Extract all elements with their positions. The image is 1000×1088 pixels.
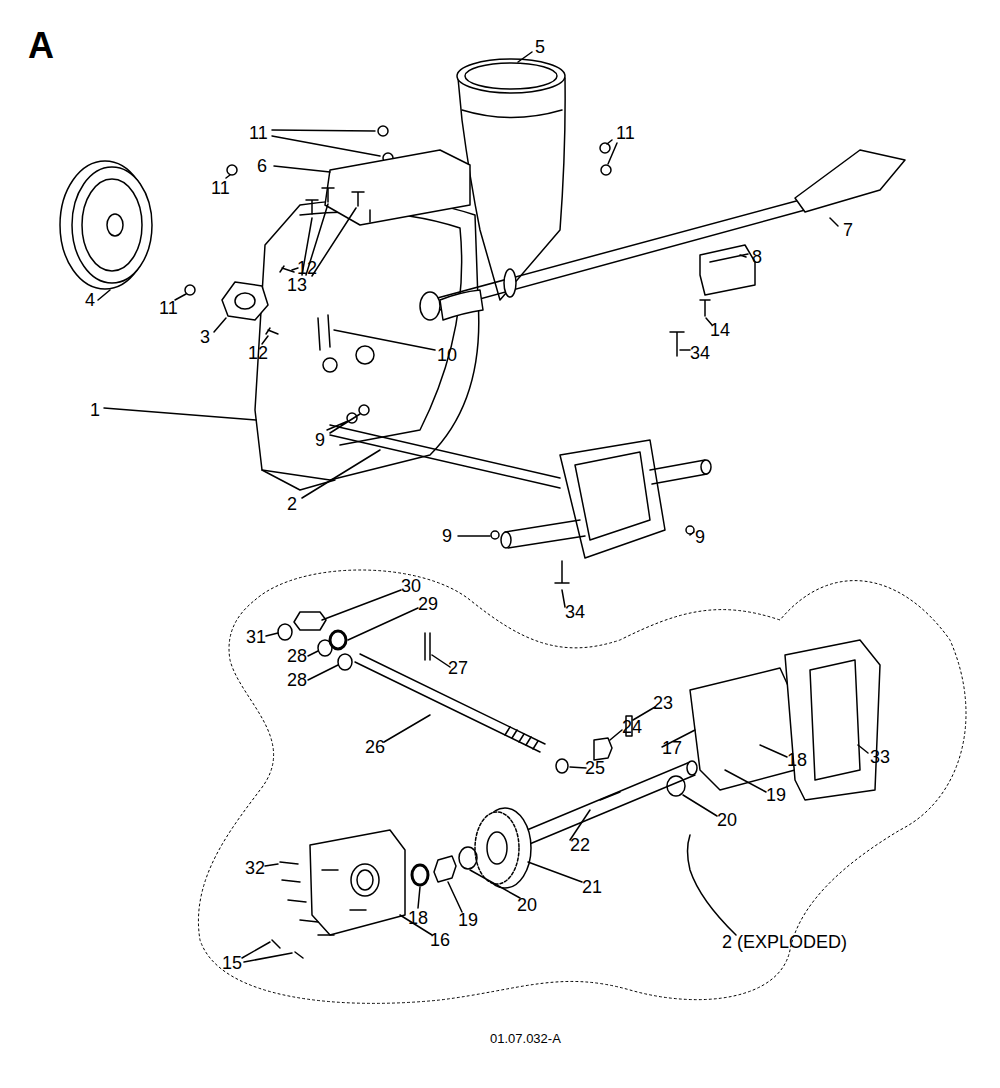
callout-number: 24 (622, 718, 642, 736)
callout-number: 21 (582, 878, 602, 896)
figure-title: A (28, 28, 54, 64)
callout-number: 20 (517, 896, 537, 914)
figure-code: 01.07.032-A (490, 1032, 561, 1045)
callout-number: 10 (437, 346, 457, 364)
callout-number: 28 (287, 671, 307, 689)
callout-number: 32 (245, 859, 265, 877)
callout-number: 18 (408, 909, 428, 927)
callout-number: 29 (418, 595, 438, 613)
callout-number: 20 (717, 811, 737, 829)
group-label: 2 (EXPLODED) (722, 933, 847, 951)
callout-number: 23 (653, 694, 673, 712)
callout-number: 26 (365, 738, 385, 756)
callout-number: 12 (248, 344, 268, 362)
callout-number: 19 (458, 911, 478, 929)
callout-number: 18 (787, 751, 807, 769)
callout-number: 11 (211, 179, 230, 197)
callout-number: 9 (695, 528, 705, 546)
callout-number: 34 (690, 344, 710, 362)
callout-number: 4 (85, 291, 95, 309)
callout-number: 16 (430, 931, 450, 949)
callout-number: 27 (448, 659, 468, 677)
callout-number: 11 (616, 124, 635, 142)
callout-number: 6 (257, 157, 267, 175)
callout-number: 34 (565, 603, 585, 621)
callout-number: 28 (287, 647, 307, 665)
callout-number: 30 (401, 577, 421, 595)
callout-number: 7 (843, 221, 853, 239)
callout-number: 1 (90, 401, 100, 419)
callout-number: 9 (442, 527, 452, 545)
callout-number: 33 (870, 748, 890, 766)
callout-number: 13 (287, 276, 307, 294)
callout-number: 22 (570, 836, 590, 854)
callout-number: 25 (585, 759, 605, 777)
callout-number: 3 (200, 328, 210, 346)
callout-number: 14 (710, 321, 730, 339)
callout-number: 31 (246, 628, 266, 646)
callout-number: 17 (662, 739, 682, 757)
callout-number: 19 (766, 786, 786, 804)
callout-number: 11 (249, 124, 268, 142)
callout-number: 5 (535, 38, 545, 56)
callout-number: 15 (222, 954, 242, 972)
callout-number: 9 (315, 431, 325, 449)
callout-number: 2 (287, 495, 297, 513)
callout-number: 12 (297, 259, 317, 277)
callout-number: 8 (752, 248, 762, 266)
callout-number: 11 (159, 299, 178, 317)
